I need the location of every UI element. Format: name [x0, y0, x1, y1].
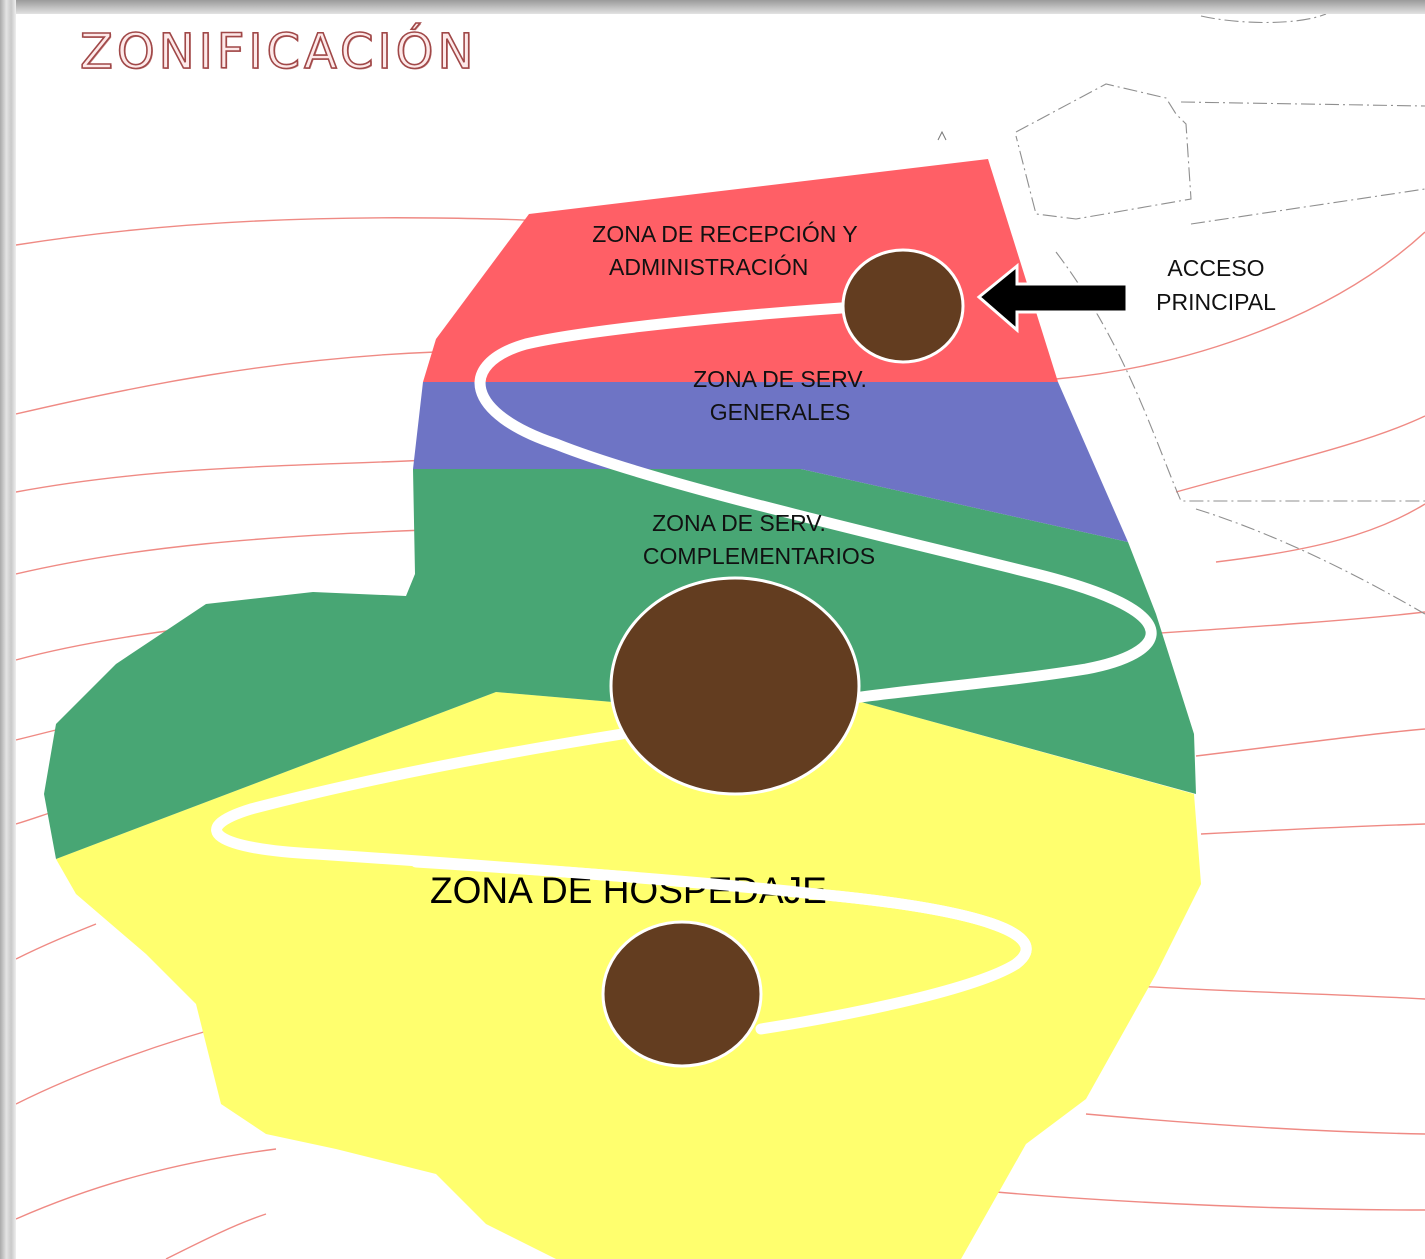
node-central: [609, 576, 861, 796]
access-arrow-icon: [976, 262, 1129, 334]
label-zone-complementary-line1: ZONA DE SERV.: [652, 510, 826, 536]
label-main-access-line1: ACCESO: [1167, 255, 1265, 281]
property-outlines: [1015, 14, 1425, 615]
label-zone-general-services-line2: GENERALES: [709, 399, 851, 425]
zoning-map: [16, 14, 1425, 1259]
zone-general-services-area: [413, 382, 1128, 542]
page-title: ZONIFICACIÓN: [79, 23, 478, 81]
label-main-access-line2: PRINCIPAL: [1156, 289, 1276, 315]
label-zone-lodging: ZONA DE HOSPEDAJE: [430, 870, 827, 911]
site-plan-canvas: ZONIFICACIÓN ZONA DE RECEPCIÓN Y ADMINIS…: [16, 14, 1425, 1259]
label-zone-reception: ZONA DE RECEPCIÓN Y ADMINISTRACIÓN: [569, 218, 881, 284]
label-zone-complementary-line2: COMPLEMENTARIOS: [642, 543, 876, 569]
label-zone-general-services: ZONA DE SERV. GENERALES: [630, 363, 930, 429]
node-lodging: [601, 920, 763, 1068]
north-mark-icon: [937, 130, 947, 141]
node-access: [841, 248, 965, 364]
label-zone-reception-line2: ADMINISTRACIÓN: [609, 254, 809, 280]
label-zone-general-services-line1: ZONA DE SERV.: [693, 366, 867, 392]
label-zone-reception-line1: ZONA DE RECEPCIÓN Y: [592, 221, 858, 247]
frame-top-border: [0, 0, 1425, 14]
label-zone-complementary-services: ZONA DE SERV. COMPLEMENTARIOS: [606, 507, 912, 573]
label-main-access: ACCESO PRINCIPAL: [1131, 251, 1301, 319]
frame-left-border: [0, 0, 16, 1259]
